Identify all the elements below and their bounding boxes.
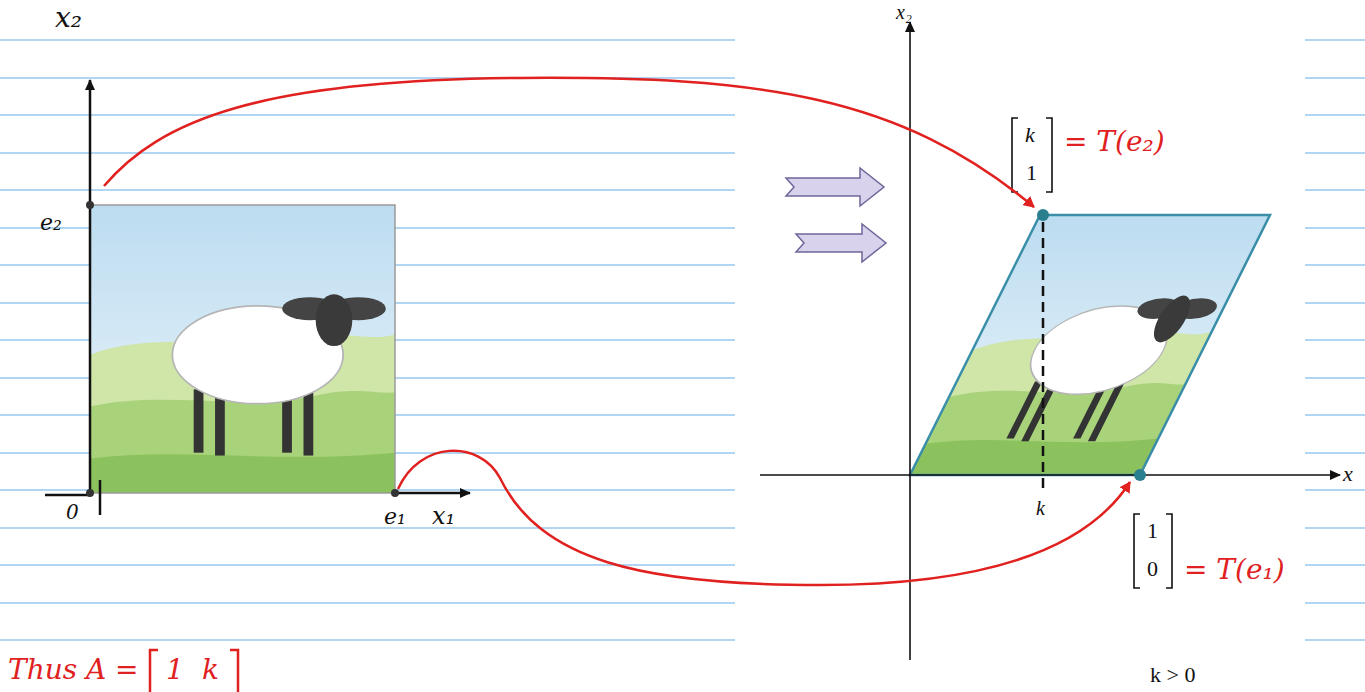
print-axes [760, 22, 1340, 660]
matrix-entry: 0 [1147, 558, 1158, 580]
matrix-entry: k [202, 656, 219, 684]
origin-label: 0 [66, 502, 79, 522]
matrix-entry: 1 [1026, 162, 1037, 184]
axis-label: x₂ [896, 2, 912, 22]
matrix-entry: 1 [1147, 520, 1158, 542]
sheared-picture [910, 215, 1270, 475]
matrix-brackets [1012, 118, 1172, 588]
image-label: = T(e₁) [1184, 556, 1285, 584]
shear-arrows [786, 168, 886, 262]
print-points [1037, 209, 1146, 481]
matrix-entry: k [1025, 124, 1035, 146]
vector-label: e₂ [40, 212, 62, 234]
vector-label: e₁ [384, 506, 406, 528]
note-text: Thus [8, 656, 77, 684]
hand-axes [45, 80, 470, 515]
axis-label: x [1343, 463, 1353, 485]
image-label: = T(e₂) [1064, 128, 1165, 156]
axis-label: x₁ [432, 504, 455, 528]
tick-label: k [1036, 498, 1045, 518]
figure-panel [735, 0, 1305, 692]
original-picture [90, 205, 395, 493]
hand-matrix-bracket [150, 650, 238, 692]
mapping-arrows [104, 78, 1130, 585]
note-text: A = [86, 656, 139, 684]
hand-points [86, 201, 399, 497]
condition-label: k > 0 [1150, 664, 1195, 686]
axis-label: x₂ [55, 4, 82, 32]
matrix-entry: 1 [166, 656, 184, 684]
